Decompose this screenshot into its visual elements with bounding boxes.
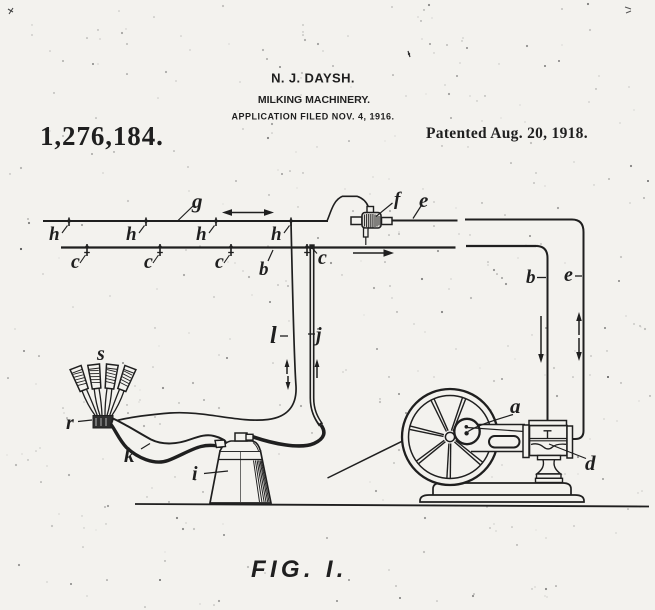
svg-text:j: j — [313, 324, 322, 346]
svg-text:d: d — [585, 451, 596, 475]
svg-text:c: c — [144, 251, 153, 273]
svg-text:b: b — [526, 267, 536, 288]
svg-text:MILKING MACHINERY.: MILKING MACHINERY. — [258, 94, 370, 106]
svg-text:b: b — [259, 259, 269, 280]
svg-text:c: c — [318, 247, 327, 269]
svg-text:f: f — [394, 189, 402, 210]
svg-text:FIG. I.: FIG. I. — [251, 556, 348, 583]
svg-text:h: h — [271, 224, 282, 245]
svg-text:i: i — [192, 463, 198, 485]
svg-text:g: g — [191, 189, 203, 213]
svg-text:h: h — [49, 224, 60, 245]
svg-text:N. J. DAYSH.: N. J. DAYSH. — [271, 71, 355, 86]
svg-text:h: h — [196, 224, 207, 245]
svg-text:1,276,184.: 1,276,184. — [40, 121, 164, 151]
svg-text:c: c — [71, 251, 80, 273]
svg-text:e: e — [564, 264, 573, 286]
svg-text:e: e — [419, 188, 428, 212]
svg-text:s: s — [96, 343, 105, 365]
svg-text:Patented Aug. 20, 1918.: Patented Aug. 20, 1918. — [426, 125, 588, 142]
svg-text:APPLICATION FILED NOV. 4, 1916: APPLICATION FILED NOV. 4, 1916. — [231, 112, 394, 122]
svg-text:a: a — [510, 394, 521, 418]
svg-text:c: c — [215, 251, 224, 273]
svg-text:r: r — [66, 412, 74, 434]
svg-text:h: h — [126, 224, 137, 245]
svg-text:l: l — [270, 323, 277, 349]
svg-text:k: k — [124, 443, 135, 467]
